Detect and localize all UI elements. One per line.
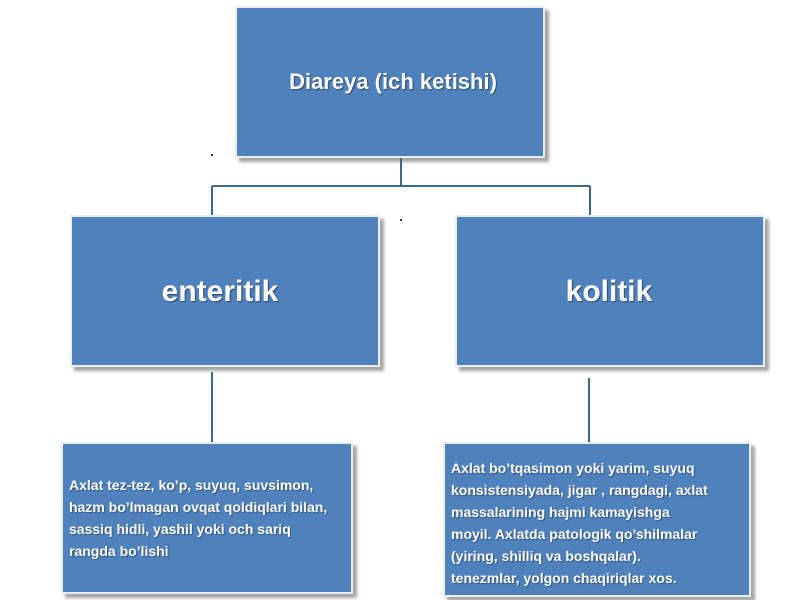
decorative-dot [400,219,402,221]
decorative-dot [211,154,213,156]
root-node: Diareya (ich ketishi) [235,6,545,158]
root-label: Diareya (ich ketishi) [289,69,497,94]
kolitik-description: Axlat bo’tqasimon yoki yarim, suyuq kons… [443,442,751,597]
enteritik-label: enteritik [161,275,279,308]
enteritik-node: enteritik [70,215,380,367]
kolitik-label: kolitik [565,275,653,308]
root-connector [211,158,591,215]
enteritik-description: Axlat tez-tez, ko’p, suyuq, suvsimon, ha… [61,442,353,594]
kolitik-node: kolitik [455,215,765,367]
